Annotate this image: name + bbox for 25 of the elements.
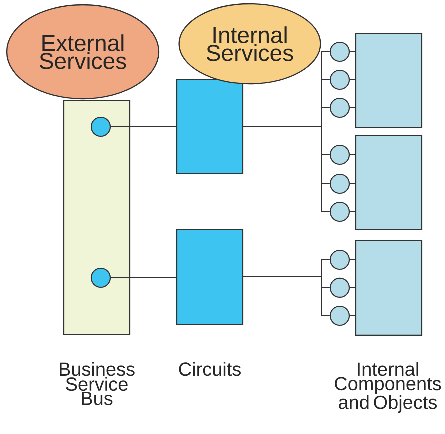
component-box [355, 33, 423, 129]
connector-line [243, 276, 330, 316]
port-circle [330, 306, 350, 326]
connector-line [350, 287, 356, 288]
component-box [355, 135, 423, 231]
port-circle [90, 268, 112, 288]
port-circle [330, 144, 350, 166]
port-circle [330, 98, 350, 118]
connector-line [350, 154, 356, 156]
port-circle [330, 174, 350, 194]
circuit-box [176, 79, 244, 175]
column-label: Internal Components and Objects [335, 362, 442, 414]
port-circle [330, 70, 350, 90]
bus-bar [63, 100, 131, 336]
port-circle [330, 42, 350, 62]
port-circle [330, 250, 350, 270]
port-circle [330, 202, 350, 222]
port-circle [90, 116, 112, 138]
connector-line [243, 126, 330, 212]
column-label: Business Service Bus [60, 362, 135, 406]
component-box [355, 240, 423, 336]
connector-line [110, 126, 177, 128]
column-label: Circuits [179, 362, 241, 376]
circuit-box [176, 228, 244, 326]
port-circle [330, 278, 350, 298]
